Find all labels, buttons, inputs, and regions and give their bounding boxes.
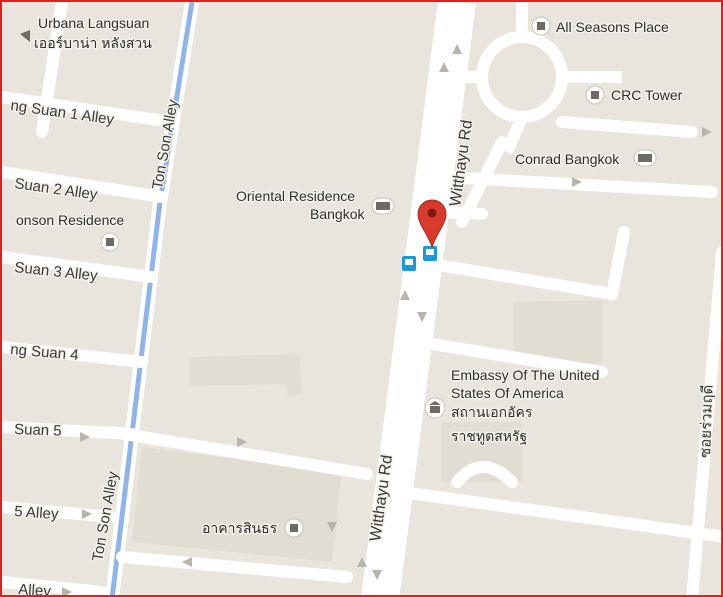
poi-label-conrad: Conrad Bangkok bbox=[515, 151, 620, 167]
road bbox=[556, 116, 698, 138]
hotel-icon bbox=[20, 30, 30, 42]
poi-label-crc-tower: CRC Tower bbox=[611, 87, 683, 103]
poi-conrad[interactable]: Conrad Bangkok bbox=[514, 149, 657, 169]
road bbox=[396, 486, 721, 543]
poi-label-embassy-4: ราชทูตสหรัฐ bbox=[451, 428, 527, 445]
poi-urbana[interactable]: Urbana Langsuan เออร์บาน่า หลังสวน bbox=[20, 14, 154, 53]
poi-label-urbana-th: เออร์บาน่า หลังสวน bbox=[34, 35, 152, 51]
poi-label-embassy-2: States Of America bbox=[451, 385, 564, 401]
road bbox=[116, 551, 353, 583]
poi-label-all-seasons: All Seasons Place bbox=[556, 19, 669, 35]
road bbox=[2, 91, 178, 128]
road-label-soi-4: ng Suan 4 bbox=[10, 341, 80, 364]
road bbox=[441, 171, 718, 198]
poi-label-oriental-1: Oriental Residence bbox=[236, 188, 355, 204]
poi-sinthorn[interactable]: อาคารสินธร bbox=[201, 518, 304, 538]
road bbox=[456, 136, 508, 228]
place-icon bbox=[290, 524, 298, 532]
road bbox=[451, 461, 518, 488]
road-label-ton-son-upper: Ton Son Alley bbox=[149, 98, 182, 191]
poi-label-sonson: onson Residence bbox=[16, 212, 124, 228]
road-label-ruam-rudee: ซอยร่วมฤดี bbox=[697, 384, 717, 458]
place-icon bbox=[591, 91, 599, 99]
road-label-soi-7: Alley bbox=[18, 581, 52, 597]
poi-label-urbana-en: Urbana Langsuan bbox=[38, 15, 149, 31]
road bbox=[426, 258, 618, 300]
building-block bbox=[514, 300, 602, 364]
place-icon bbox=[537, 22, 545, 30]
embassy-icon bbox=[429, 401, 441, 413]
road bbox=[606, 226, 630, 300]
hotel-icon bbox=[376, 202, 390, 210]
place-icon bbox=[106, 238, 114, 246]
road bbox=[414, 336, 608, 378]
poi-crc-tower[interactable]: CRC Tower bbox=[585, 85, 684, 105]
road bbox=[2, 576, 108, 595]
location-pin-icon[interactable] bbox=[417, 199, 447, 249]
poi-label-sinthorn: อาคารสินธร bbox=[202, 520, 278, 536]
building-block bbox=[190, 354, 302, 396]
poi-label-embassy-1: Embassy Of The United bbox=[451, 367, 599, 383]
poi-sonson-residence[interactable]: onson Residence bbox=[15, 211, 126, 252]
road bbox=[2, 501, 118, 523]
road bbox=[2, 341, 148, 368]
road-label-soi-6: 5 Alley bbox=[14, 503, 60, 523]
road bbox=[686, 246, 721, 595]
poi-oriental-residence[interactable]: Oriental Residence Bangkok bbox=[235, 187, 395, 224]
roundabout bbox=[452, 2, 622, 155]
bus-stop-icon[interactable] bbox=[402, 256, 416, 271]
poi-label-oriental-2: Bangkok bbox=[310, 206, 365, 222]
road bbox=[106, 426, 373, 480]
witthayu-road bbox=[361, 2, 476, 595]
road-label-soi-5: Suan 5 bbox=[14, 421, 62, 440]
bus-stop-icon[interactable] bbox=[423, 246, 437, 261]
poi-label-embassy-3: สถานเอกอัคร bbox=[451, 404, 533, 420]
poi-us-embassy[interactable]: Embassy Of The United States Of America … bbox=[424, 366, 601, 447]
road bbox=[36, 2, 68, 138]
direction-arrows bbox=[62, 44, 712, 595]
hotel-icon bbox=[638, 154, 652, 162]
poi-all-seasons[interactable]: All Seasons Place bbox=[531, 16, 671, 37]
road bbox=[2, 251, 158, 283]
road bbox=[2, 166, 168, 203]
